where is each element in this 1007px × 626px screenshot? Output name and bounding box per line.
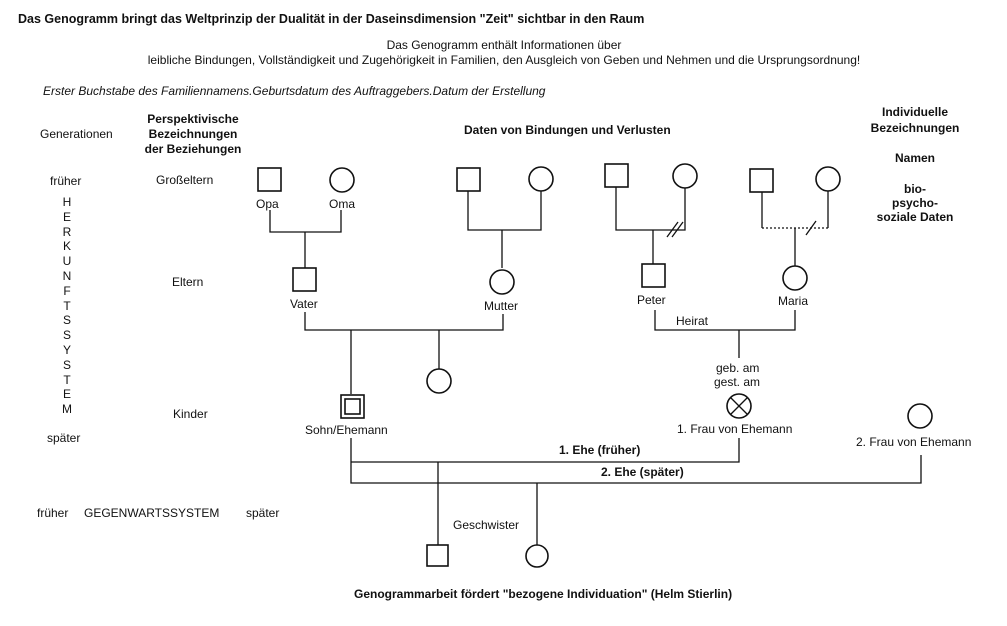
herkunft-letter: R xyxy=(62,224,72,239)
sister-circle xyxy=(426,368,452,394)
herkunft-letter: S xyxy=(62,357,71,372)
bio-line-3: soziale Daten xyxy=(876,210,954,224)
divorce-mark-2 xyxy=(671,221,684,238)
heirat-union-line xyxy=(654,310,796,331)
frau1-label: 1. Frau von Ehemann xyxy=(677,422,793,436)
peter-label: Peter xyxy=(637,293,666,307)
geb-label: geb. am xyxy=(716,361,760,375)
perspektivisch-line-1: Perspektivische xyxy=(147,112,239,126)
namen-label: Namen xyxy=(894,151,935,165)
child-daughter-circle xyxy=(525,544,549,568)
herkunft-letter: T xyxy=(63,372,71,387)
gegenwartssystem-label: GEGENWARTSSYSTEM xyxy=(84,506,220,520)
oma-label: Oma xyxy=(329,197,356,211)
footer-quote: Genogrammarbeit fördert "bezogene Indivi… xyxy=(354,587,733,601)
ehe1-line xyxy=(350,438,922,484)
herkunft-letter: K xyxy=(62,239,71,254)
divorced-union-line xyxy=(615,187,686,231)
sohn-inner-square xyxy=(344,398,361,415)
frau2-label: 2. Frau von Ehemann xyxy=(856,435,972,449)
grandfather-3-square xyxy=(604,163,629,188)
ehe1-upper-line xyxy=(351,438,740,463)
child-son-square xyxy=(426,544,449,567)
herkunft-letter: E xyxy=(62,209,71,224)
individuell-line-2: Bezeichnungen xyxy=(870,121,960,135)
separation-mark xyxy=(805,220,817,236)
bio-line-1: bio- xyxy=(904,182,926,196)
perspektivisch-line-3: der Beziehungen xyxy=(144,142,242,156)
divorce-mark-1 xyxy=(666,221,679,238)
opa-label: Opa xyxy=(256,197,279,211)
herkunft-letter: E xyxy=(62,387,71,402)
herkunft-letter: M xyxy=(62,402,72,417)
bio-line-2: psycho- xyxy=(891,196,938,210)
herkunft-letter: Y xyxy=(62,342,71,357)
intro-line-1: Das Genogramm enthält Informationen über xyxy=(386,38,622,52)
mutter-label: Mutter xyxy=(484,299,519,313)
frau2-circle xyxy=(907,403,933,429)
herkunft-letter: F xyxy=(63,283,71,298)
herkunftssystem-vertical-label: H E R K U N F T S S Y S T E M xyxy=(59,195,75,417)
sohn-label: Sohn/Ehemann xyxy=(305,423,388,437)
frau1-cross-2 xyxy=(730,397,748,415)
gest-label: gest. am xyxy=(714,375,761,389)
parents-union-line xyxy=(304,312,504,331)
grandmother-maternal-circle xyxy=(528,166,554,192)
axis-frueher-label: früher xyxy=(50,174,82,188)
grandmother-3-circle xyxy=(672,163,698,189)
vater-label: Vater xyxy=(290,297,318,311)
intro-line-2: leibliche Bindungen, Vollständigkeit und… xyxy=(147,53,861,67)
grandfather-4-square xyxy=(749,168,774,193)
maternal-grandparents-union-line xyxy=(467,191,542,231)
maria-circle xyxy=(782,265,808,291)
mutter-circle xyxy=(489,269,515,295)
level-kinder: Kinder xyxy=(173,407,208,421)
grandmother-4-circle xyxy=(815,166,841,192)
level-grosseltern: Großeltern xyxy=(156,173,214,187)
herkunft-letter: T xyxy=(63,298,71,313)
geschwister-label: Geschwister xyxy=(453,518,520,532)
oma-circle xyxy=(329,167,355,193)
ehe2-label: 2. Ehe (später) xyxy=(601,465,684,479)
level-eltern: Eltern xyxy=(172,275,204,289)
peter-square xyxy=(641,263,666,288)
vater-square xyxy=(292,267,317,292)
herkunft-letter: U xyxy=(62,254,72,269)
herkunft-letter: H xyxy=(62,195,72,209)
axis-spaeter-label: später xyxy=(47,431,81,445)
italic-subtitle: Erster Buchstabe des Familiennamens.Gebu… xyxy=(43,84,546,98)
bottom-spaeter-label: später xyxy=(246,506,280,520)
opa-oma-union-line xyxy=(269,210,342,233)
opa-square xyxy=(257,167,282,192)
page-title: Das Genogramm bringt das Weltprinzip der… xyxy=(18,12,645,26)
generationen-label: Generationen xyxy=(40,127,113,141)
individuell-line-1: Individuelle xyxy=(881,105,948,119)
herkunft-letter: S xyxy=(62,313,71,328)
herkunft-letter: S xyxy=(62,328,71,343)
maria-label: Maria xyxy=(778,294,809,308)
ehe1-label: 1. Ehe (früher) xyxy=(559,443,641,457)
perspektivisch-line-2: Bezeichnungen xyxy=(148,127,238,141)
bottom-frueher-label: früher xyxy=(37,506,69,520)
heirat-label: Heirat xyxy=(676,314,709,328)
grandfather-maternal-square xyxy=(456,167,481,192)
herkunft-letter: N xyxy=(62,268,72,283)
daten-heading: Daten von Bindungen und Verlusten xyxy=(464,123,671,137)
